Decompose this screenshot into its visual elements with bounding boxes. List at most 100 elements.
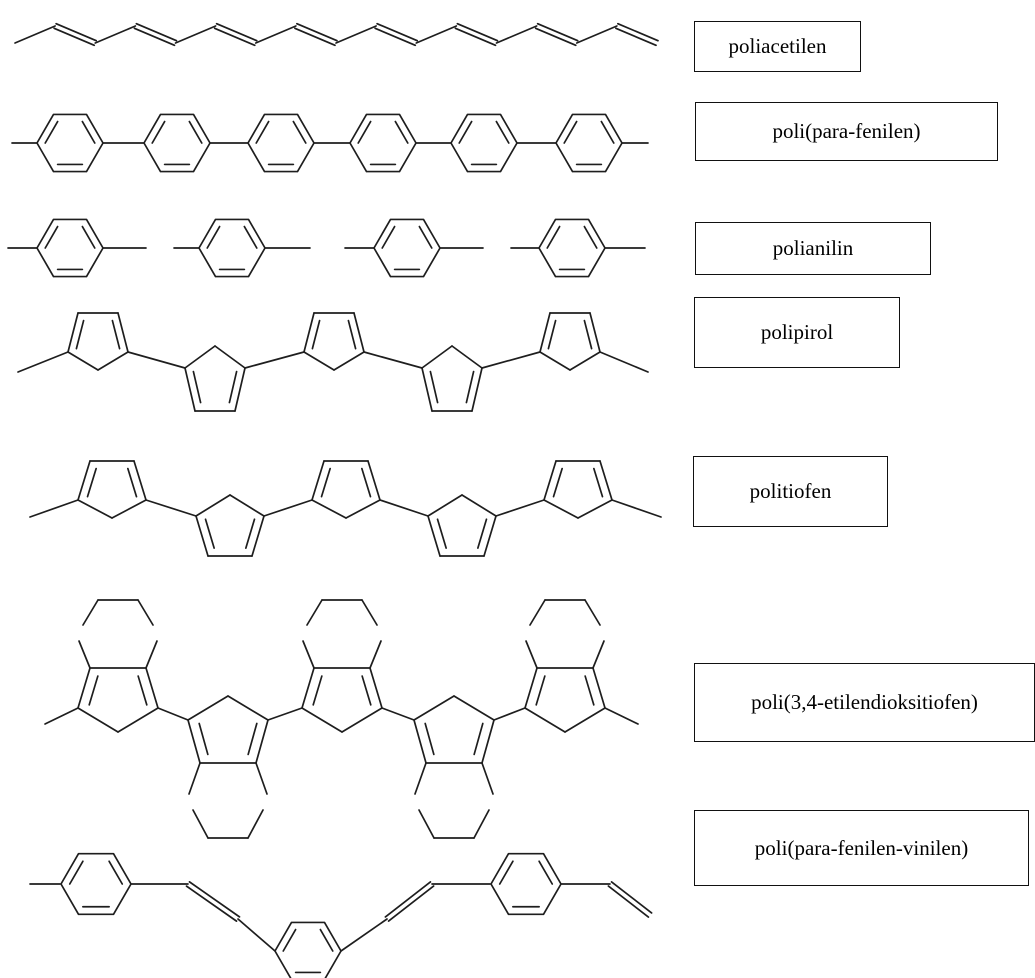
label-poliacetilen: poliacetilen [694, 21, 861, 72]
bond [86, 467, 98, 498]
benzene-ring [60, 852, 132, 916]
bond [577, 499, 613, 519]
bond [237, 918, 276, 952]
bond [583, 225, 598, 249]
bond [584, 675, 595, 706]
bond [111, 319, 121, 350]
benzene-ring [490, 852, 562, 916]
bond [335, 25, 377, 44]
bond [454, 27, 497, 47]
bond [215, 22, 258, 42]
bond [244, 518, 256, 549]
bond [600, 120, 615, 144]
bond [94, 25, 137, 44]
bond [611, 499, 662, 518]
bond [117, 312, 129, 353]
bond [296, 22, 338, 42]
structure-poliacetilen [14, 22, 659, 47]
bond [607, 885, 650, 918]
label-polipirol: polipirol [694, 297, 900, 368]
label-poli-para-fenilen-vinilen: poli(para-fenilen-vinilen) [694, 810, 1029, 886]
benzene-ring [373, 218, 441, 278]
bond [137, 675, 148, 706]
structure-ppy [17, 312, 649, 412]
bond [301, 707, 343, 733]
bond [360, 467, 372, 498]
bond [427, 515, 441, 557]
bond [192, 370, 202, 404]
bond [14, 25, 56, 44]
bond [495, 120, 510, 144]
bond [361, 599, 378, 626]
bond [610, 881, 653, 914]
bond [481, 351, 541, 369]
benzene-ring [450, 113, 518, 173]
bond [539, 351, 571, 371]
bond [592, 467, 604, 498]
bond [413, 719, 427, 764]
bond [320, 467, 332, 498]
bond [589, 312, 601, 353]
bond [413, 695, 455, 721]
bond [319, 928, 334, 952]
bond [157, 707, 189, 721]
bond [127, 351, 186, 369]
bond [145, 640, 158, 669]
bond [97, 351, 129, 371]
bond [255, 719, 269, 764]
bond [347, 319, 357, 350]
bond [456, 22, 499, 42]
bond [369, 640, 382, 669]
bond [427, 494, 463, 517]
bond [498, 860, 514, 885]
bond [525, 640, 538, 669]
bond [247, 722, 258, 756]
bond [263, 499, 313, 517]
bond [539, 312, 551, 353]
bond [376, 22, 419, 42]
bond [384, 881, 432, 918]
bond [536, 22, 579, 42]
bond [345, 499, 381, 519]
bond [195, 494, 231, 517]
bond [357, 120, 372, 144]
bond [53, 27, 96, 47]
bond [379, 499, 429, 517]
bond [414, 762, 427, 795]
bond [547, 319, 557, 350]
bond [301, 667, 315, 709]
bond [465, 370, 475, 404]
bond [424, 722, 435, 756]
bond [381, 225, 396, 249]
bond [292, 120, 307, 144]
bond [394, 120, 409, 144]
bond [117, 707, 159, 733]
bond [77, 707, 119, 733]
bond [78, 640, 91, 669]
bond [111, 499, 147, 519]
bond [493, 707, 526, 721]
bond [198, 722, 209, 756]
bond [188, 120, 203, 144]
bond [145, 499, 197, 517]
bond [381, 707, 415, 721]
bond [204, 518, 216, 549]
bond [367, 460, 381, 501]
bond [126, 467, 138, 498]
bond [306, 599, 323, 626]
bond [55, 22, 98, 42]
bond [188, 762, 201, 795]
bond [243, 225, 258, 249]
bond [81, 120, 96, 144]
bond [563, 120, 578, 144]
bond [255, 120, 270, 144]
label-polianilin: polianilin [695, 222, 931, 275]
benzene-ring [274, 921, 342, 978]
bond [294, 27, 336, 47]
bond [184, 345, 216, 369]
structure-ppp [11, 113, 649, 173]
bond [302, 640, 315, 669]
bond [353, 312, 365, 353]
bond [599, 460, 613, 501]
bond [495, 499, 545, 517]
